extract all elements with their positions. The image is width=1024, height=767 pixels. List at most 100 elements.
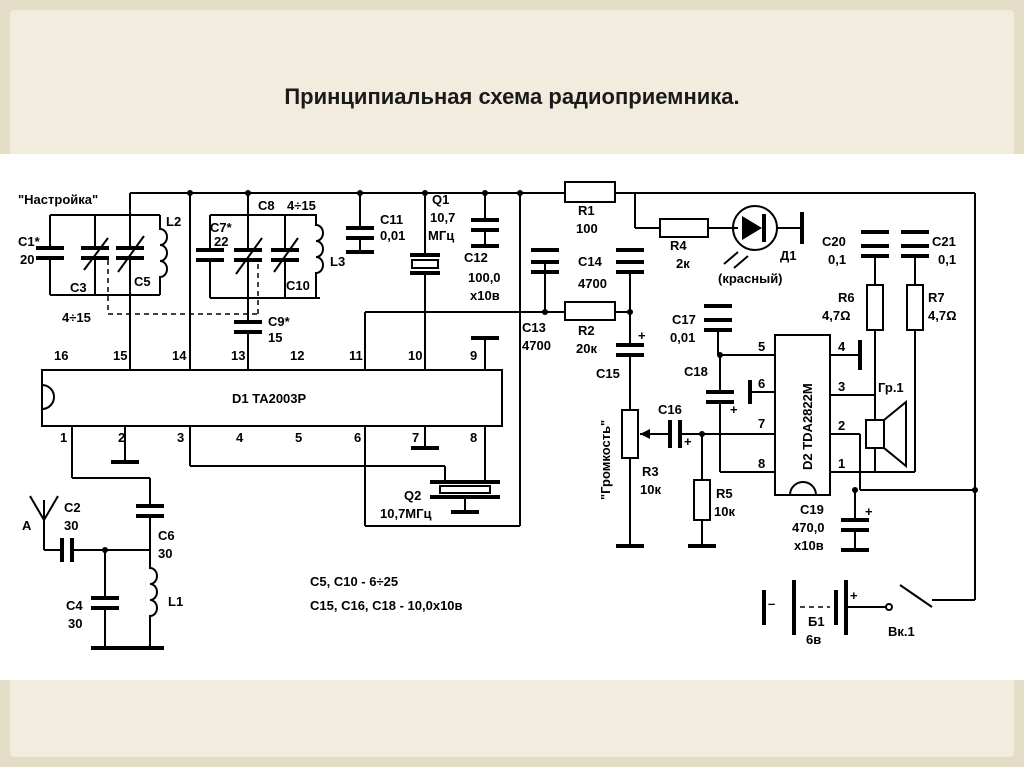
- junction: [717, 352, 723, 358]
- d1-pin-6: 6: [354, 430, 361, 445]
- l3-inductor: [310, 214, 324, 298]
- r4-value: 2к: [676, 256, 690, 271]
- speaker-cone: [883, 399, 907, 469]
- c21-value: 0,1: [938, 252, 956, 267]
- d2-pin-5: 5: [758, 339, 765, 354]
- c15-plus: +: [638, 328, 646, 343]
- d1-pin-4: 4: [236, 430, 244, 445]
- antenna-arm-right: [43, 495, 59, 521]
- c18-label: C18: [684, 364, 708, 379]
- q2-value: 10,7МГц: [380, 506, 432, 521]
- c4-value: 30: [68, 616, 82, 631]
- led-triangle: [742, 216, 762, 240]
- c9-value: 15: [268, 330, 282, 345]
- battery-minus: –: [768, 596, 775, 611]
- c20-label: C20: [822, 234, 846, 249]
- q1-label: Q1: [432, 192, 449, 207]
- r6-value: 4,7Ω: [822, 308, 851, 323]
- junction: [187, 190, 193, 196]
- led-ray-a: [723, 251, 739, 265]
- l2-inductor: [159, 215, 168, 295]
- c7-value: 22: [214, 234, 228, 249]
- q1-unit: МГц: [428, 228, 454, 243]
- c2-label: C2: [64, 500, 81, 515]
- junction: [102, 547, 108, 553]
- r5-resistor: [693, 479, 711, 521]
- r3-wiper-arrow: [640, 429, 650, 439]
- r1-label: R1: [578, 203, 595, 218]
- junction: [972, 487, 978, 493]
- d2-pin-2: 2: [838, 418, 845, 433]
- schematic-svg: D1 TA2003P 16 15 14 13 12 11 10 9 1 2 3 …: [18, 181, 978, 650]
- c8-value: 4÷15: [287, 198, 316, 213]
- junction: [517, 190, 523, 196]
- speaker-label: Гр.1: [878, 380, 904, 395]
- d1-pin-5: 5: [295, 430, 302, 445]
- circuit-diagram: D1 TA2003P 16 15 14 13 12 11 10 9 1 2 3 …: [0, 154, 1024, 680]
- d1-pin-9: 9: [470, 348, 477, 363]
- q1-crystal: [411, 259, 439, 269]
- junction: [699, 431, 705, 437]
- r4-resistor: [659, 218, 709, 238]
- d2-chip: [774, 334, 831, 496]
- switch-contact: [885, 603, 893, 611]
- l1-label: L1: [168, 594, 183, 609]
- d2-pin-6: 6: [758, 376, 765, 391]
- d1-pin-2: 2: [118, 430, 125, 445]
- r1-value: 100: [576, 221, 598, 236]
- d1-pin-1: 1: [60, 430, 67, 445]
- c3-label: C3: [70, 280, 87, 295]
- junction: [422, 190, 428, 196]
- c3-trim-arrow: [83, 237, 109, 271]
- c14-value: 4700: [578, 276, 607, 291]
- c16-plus: +: [684, 434, 692, 449]
- c9-label: C9*: [268, 314, 291, 329]
- d1-pin-16: 16: [54, 348, 68, 363]
- junction: [627, 309, 633, 315]
- battery-label: Б1: [808, 614, 825, 629]
- r2-resistor: [564, 301, 616, 321]
- r7-label: R7: [928, 290, 945, 305]
- page-title: Принципиальная схема радиоприемника.: [284, 84, 740, 109]
- d1-pin-7: 7: [412, 430, 419, 445]
- c11-value: 0,01: [380, 228, 405, 243]
- d2-pin-1: 1: [838, 456, 845, 471]
- r1-resistor: [564, 181, 616, 203]
- r2-label: R2: [578, 323, 595, 338]
- q2-label: Q2: [404, 488, 421, 503]
- d2-label: D2 TDA2822M: [800, 383, 815, 470]
- junction: [357, 190, 363, 196]
- switch-label: Вк.1: [888, 624, 915, 639]
- r2-value: 20к: [576, 341, 597, 356]
- d1-pin-14: 14: [172, 348, 187, 363]
- d1-notch: [41, 384, 55, 410]
- speaker-magnet: [865, 419, 885, 449]
- junction: [852, 487, 858, 493]
- c17-label: C17: [672, 312, 696, 327]
- c7-label: C7*: [210, 220, 233, 235]
- led-ray-b: [733, 255, 749, 269]
- antenna-arm-left: [29, 495, 45, 521]
- c12-unit: x10в: [470, 288, 500, 303]
- d2-pin-4: 4: [838, 339, 846, 354]
- d1-chip: [41, 369, 503, 427]
- c10-label: C10: [286, 278, 310, 293]
- l3-label: L3: [330, 254, 345, 269]
- volume-label: "Громкость": [598, 420, 613, 500]
- c19-unit: x10в: [794, 538, 824, 553]
- c21-label: C21: [932, 234, 956, 249]
- c19-label: C19: [800, 502, 824, 517]
- c5-var-arrow: [117, 235, 145, 273]
- c2-value: 30: [64, 518, 78, 533]
- c6-value: 30: [158, 546, 172, 561]
- junction: [482, 190, 488, 196]
- q2-crystal: [439, 485, 491, 494]
- junction: [542, 309, 548, 315]
- note-trimmer-values: C5, C10 - 6÷25: [310, 574, 398, 589]
- d2-pin-3: 3: [838, 379, 845, 394]
- r7-resistor: [906, 284, 924, 331]
- r3-value: 10к: [640, 482, 661, 497]
- antenna-label: A: [22, 518, 32, 533]
- c16-label: C16: [658, 402, 682, 417]
- d1-pin-10: 10: [408, 348, 422, 363]
